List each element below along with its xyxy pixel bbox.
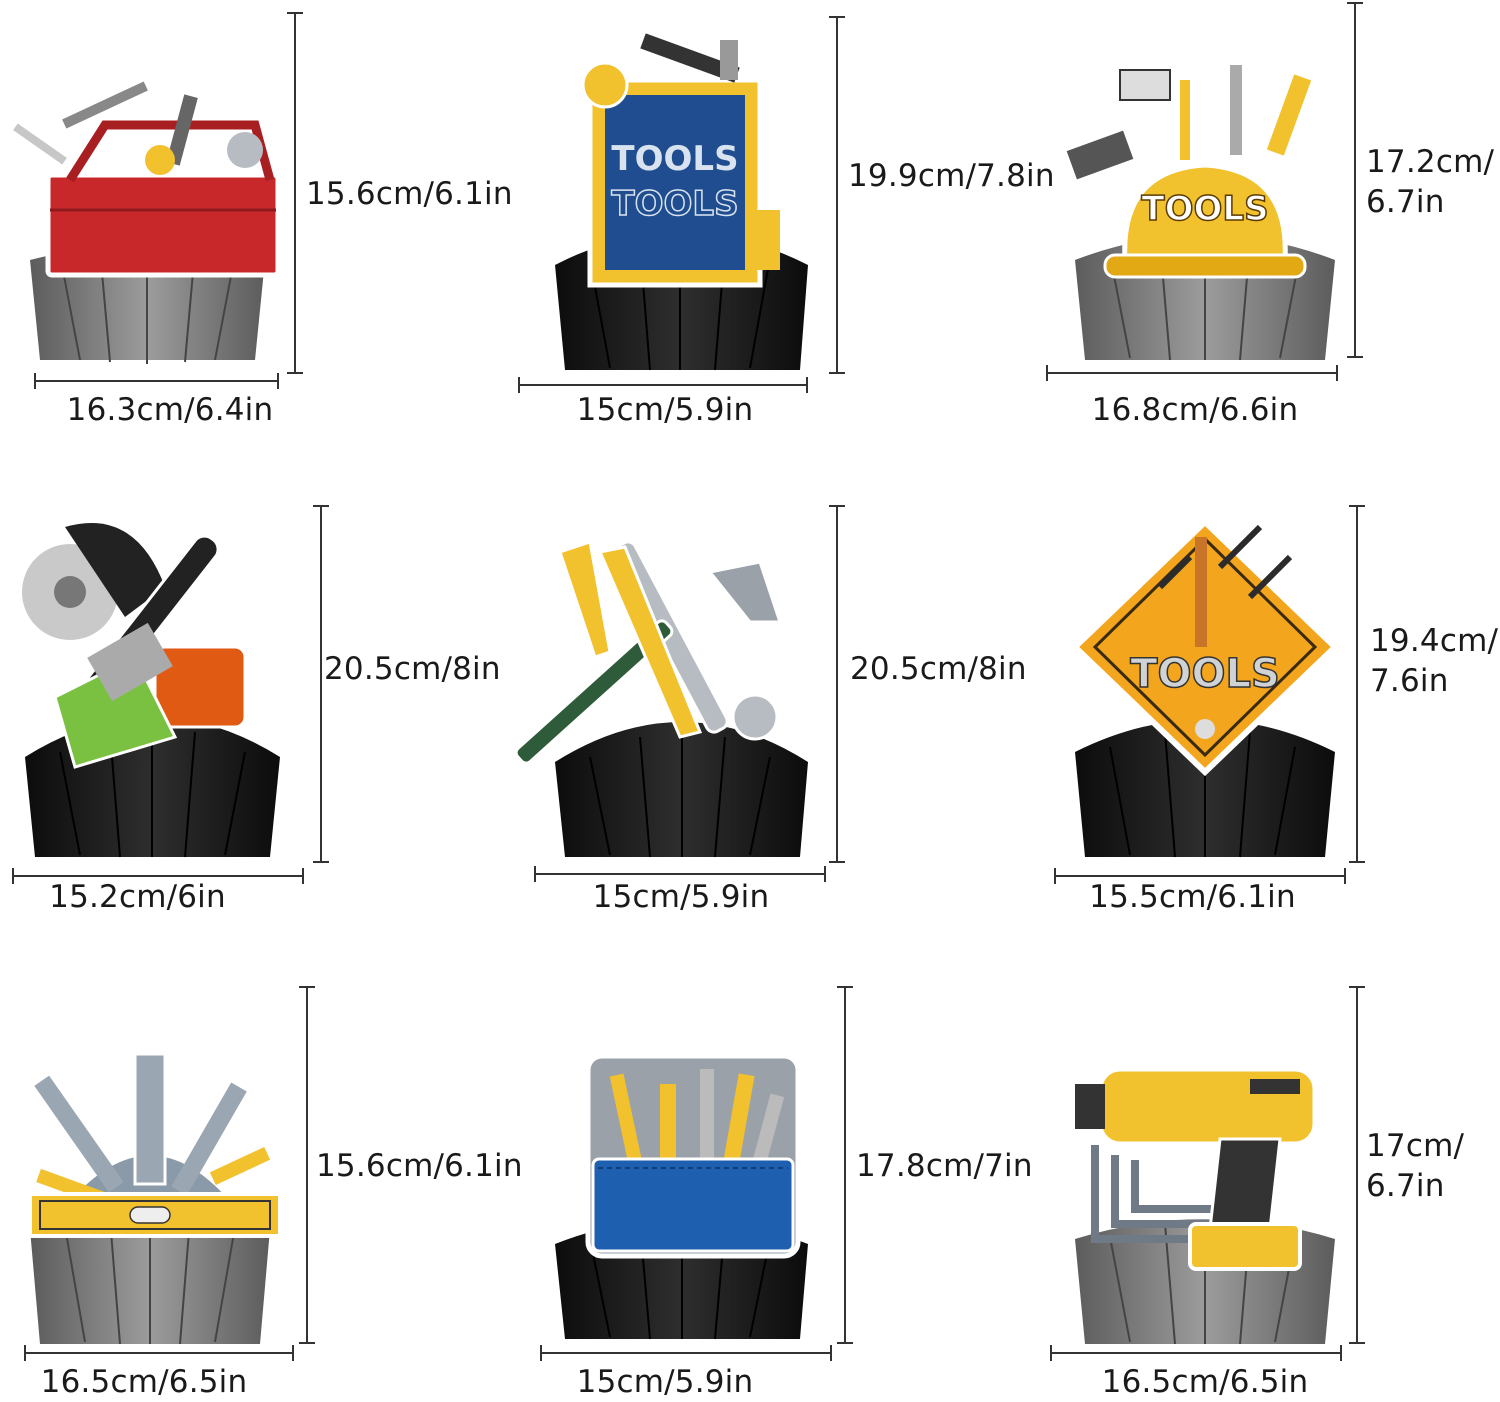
width-label: 15cm/5.9in bbox=[576, 392, 754, 428]
product-pocket: 17.8cm/7in 15cm/5.9in bbox=[500, 934, 1033, 1401]
svg-text:TOOLS: TOOLS bbox=[611, 184, 738, 224]
width-label: 16.3cm/6.4in bbox=[66, 392, 274, 428]
height-label: 15.6cm/6.1in bbox=[306, 176, 513, 212]
product-diamond-sign: TOOLS 19.4cm/ 7.6in 15.5cm/6.1in bbox=[1000, 467, 1500, 934]
height-label: 19.9cm/7.8in bbox=[848, 158, 1055, 194]
width-label: 15.5cm/6.1in bbox=[1089, 879, 1296, 915]
height-label: 17.2cm/ 6.7in bbox=[1366, 144, 1495, 220]
height-label: 20.5cm/8in bbox=[850, 651, 1027, 687]
tools-art-text: TOOLS bbox=[1141, 189, 1268, 229]
product-level-fan: 15.6cm/6.1in 16.5cm/6.5in bbox=[0, 934, 522, 1401]
height-label: 19.4cm/ 7.6in bbox=[1370, 623, 1499, 699]
product-toolbox: 15.6cm/6.1in 16.3cm/6.4in bbox=[0, 0, 512, 467]
width-label: 16.5cm/6.5in bbox=[40, 1364, 248, 1400]
chainsaw-centerpiece-image bbox=[18, 523, 280, 858]
width-label: 15.2cm/6in bbox=[49, 879, 226, 915]
tools-art-text: TOOLS bbox=[611, 139, 738, 179]
hardhat-centerpiece-image: TOOLS bbox=[1066, 65, 1335, 361]
product-crossed-tools: 20.5cm/8in 15cm/5.9in bbox=[500, 467, 1027, 934]
width-label: 15cm/5.9in bbox=[576, 1364, 754, 1400]
tools-frame-centerpiece-image: TOOLS TOOLS bbox=[555, 33, 808, 371]
diamond-sign-centerpiece-image: TOOLS bbox=[1070, 517, 1340, 858]
height-label: 17cm/ 6.7in bbox=[1366, 1128, 1465, 1204]
height-label: 20.5cm/8in bbox=[324, 651, 501, 687]
height-label: 17.8cm/7in bbox=[856, 1148, 1033, 1184]
height-label: 15.6cm/6.1in bbox=[316, 1148, 523, 1184]
width-label: 16.8cm/6.6in bbox=[1091, 392, 1299, 428]
product-hardhat: TOOLS 17.2cm/ 6.7in 16.8cm/6.6in bbox=[1000, 0, 1500, 467]
width-label: 15cm/5.9in bbox=[592, 879, 770, 915]
toolbox-centerpiece-image bbox=[13, 81, 281, 364]
pocket-centerpiece-image bbox=[555, 1053, 808, 1340]
tools-art-text: TOOLS bbox=[1130, 651, 1280, 697]
crossed-tools-centerpiece-image bbox=[514, 540, 808, 858]
level-fan-centerpiece-image bbox=[28, 1052, 282, 1345]
product-drill: 17cm/ 6.7in 16.5cm/6.5in bbox=[1000, 934, 1500, 1401]
product-chainsaw: 20.5cm/8in 15.2cm/6in bbox=[0, 467, 501, 934]
drill-centerpiece-image bbox=[1075, 1066, 1335, 1345]
width-label: 16.5cm/6.5in bbox=[1101, 1364, 1309, 1400]
product-tools-frame: TOOLS TOOLS 19.9cm/7.8in 15cm/5.9in bbox=[500, 0, 1054, 467]
